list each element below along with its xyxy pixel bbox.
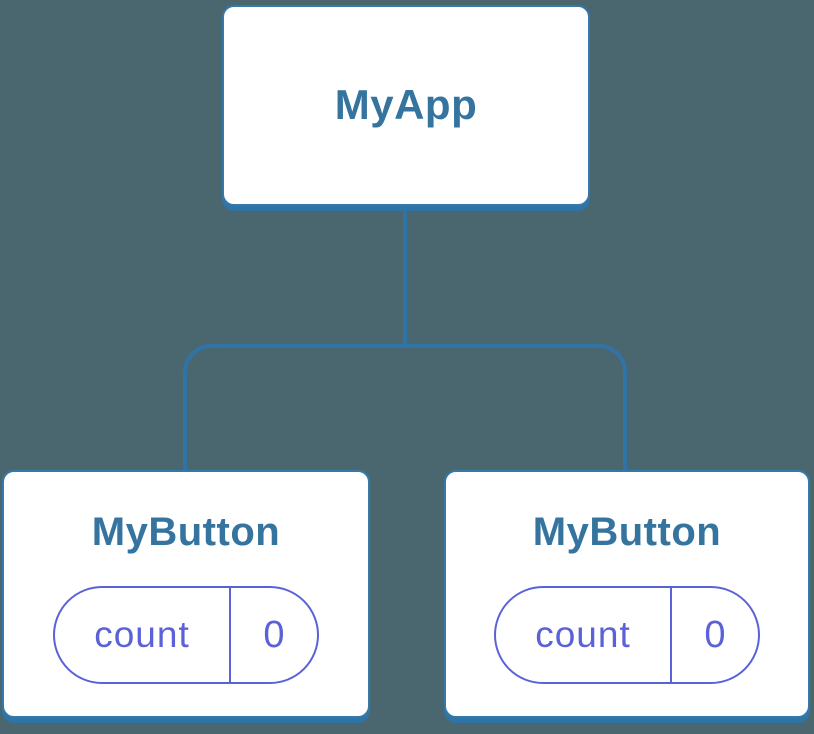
state-pill: count 0 bbox=[53, 586, 319, 684]
state-value-label: 0 bbox=[704, 613, 726, 656]
connector-stem-line bbox=[403, 208, 407, 348]
root-component-title: MyApp bbox=[334, 81, 478, 129]
state-pill: count 0 bbox=[494, 586, 760, 684]
state-pill-divider bbox=[229, 588, 231, 682]
connector-bracket-line bbox=[183, 344, 627, 472]
state-pill-divider bbox=[670, 588, 672, 682]
child-component-title: MyButton bbox=[532, 510, 722, 554]
root-component-card: MyApp bbox=[222, 5, 590, 206]
child-component-title: MyButton bbox=[91, 510, 281, 554]
child-component-card-right: MyButton count 0 bbox=[444, 470, 810, 718]
state-key-label: count bbox=[94, 614, 190, 655]
state-key-label: count bbox=[535, 614, 631, 655]
child-component-card-left: MyButton count 0 bbox=[2, 470, 370, 718]
state-value-label: 0 bbox=[263, 613, 285, 656]
